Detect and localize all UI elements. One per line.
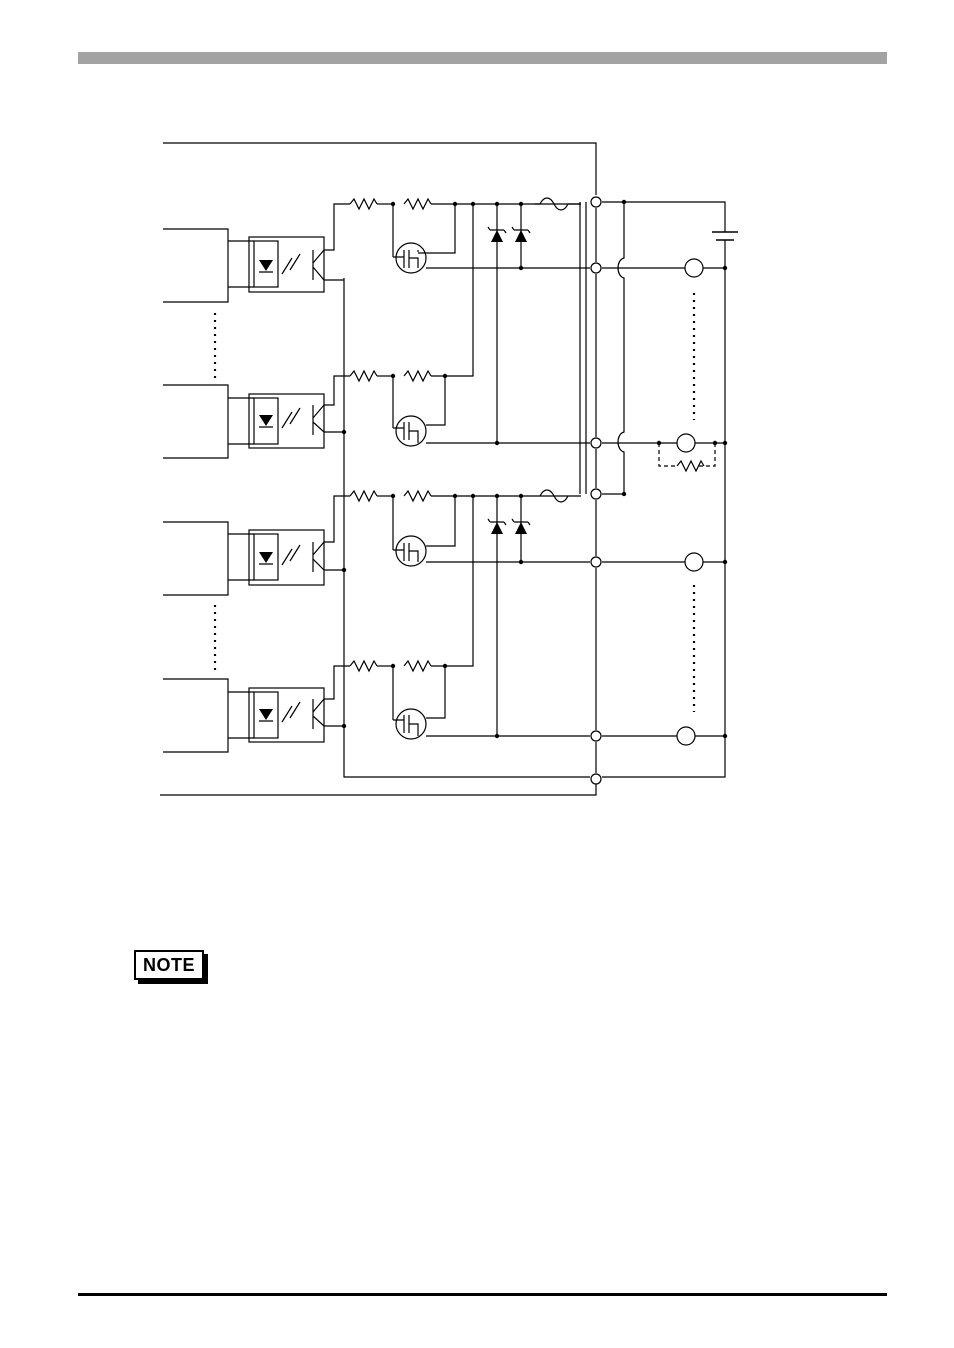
- protection-group-upper: [488, 198, 580, 443]
- terminal: [591, 774, 601, 784]
- load: [677, 727, 695, 745]
- load: [685, 553, 703, 571]
- protection-group-lower: [488, 490, 568, 736]
- positive-rail: [618, 202, 624, 494]
- note-label: NOTE: [143, 955, 195, 976]
- terminal: [591, 557, 601, 567]
- dc-source: [712, 232, 738, 240]
- terminal: [591, 438, 601, 448]
- footer-rule: [78, 1293, 887, 1296]
- load: [677, 434, 695, 452]
- load-lines: [602, 268, 725, 736]
- common-neg-line: [344, 278, 590, 777]
- terminal: [591, 263, 601, 273]
- channel-2: [163, 204, 590, 458]
- bottom-bus-line: [160, 784, 596, 795]
- channel-1: [163, 199, 590, 302]
- supply-line-top: [602, 202, 725, 777]
- channel-4: [163, 496, 590, 752]
- terminal: [591, 197, 601, 207]
- channel-3: [163, 491, 590, 595]
- terminal: [591, 489, 601, 499]
- note-badge: NOTE: [134, 950, 204, 980]
- load-group: [677, 259, 703, 745]
- terminal: [591, 731, 601, 741]
- load: [685, 259, 703, 277]
- top-bus-line: [163, 143, 596, 195]
- junction-dots: [342, 200, 727, 738]
